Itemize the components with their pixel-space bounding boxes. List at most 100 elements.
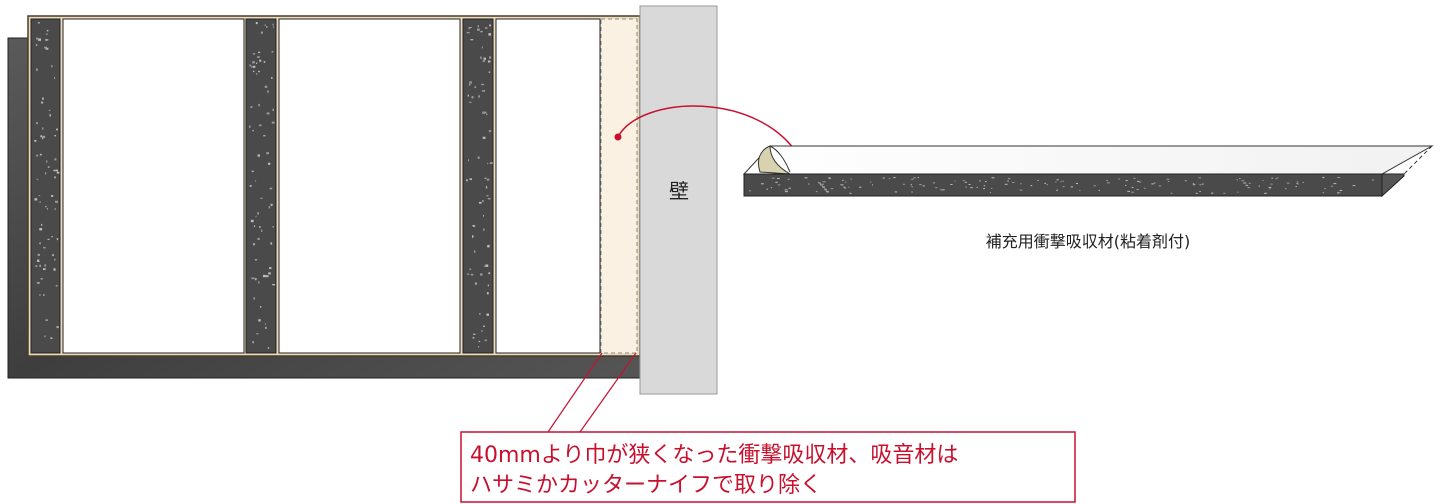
speckle — [36, 178, 39, 180]
speckle — [256, 73, 258, 75]
speckle — [55, 169, 58, 172]
speckle — [911, 186, 914, 188]
speckle — [480, 56, 482, 59]
speckle — [472, 235, 474, 238]
speckle — [1268, 186, 1272, 188]
speckle — [477, 28, 480, 31]
speckle — [259, 59, 262, 62]
speckle — [1339, 190, 1343, 191]
speckle — [1136, 189, 1139, 190]
speckle — [1247, 187, 1250, 189]
speckle — [818, 182, 821, 184]
speckle — [45, 33, 48, 35]
speckle — [893, 177, 896, 179]
speckle — [45, 39, 47, 41]
speckle — [263, 61, 266, 63]
speckle — [256, 333, 259, 335]
speckle — [45, 172, 47, 175]
speckle — [271, 51, 274, 53]
speckle — [479, 313, 481, 315]
speckle — [473, 333, 476, 335]
speckle — [1352, 185, 1356, 187]
speckle — [43, 268, 46, 270]
speckle — [484, 339, 487, 342]
speckle — [1276, 177, 1279, 179]
speckle — [53, 169, 56, 172]
speckle — [1125, 180, 1128, 182]
speckle — [43, 294, 45, 296]
speckle — [1264, 192, 1267, 194]
speckle — [1331, 185, 1334, 187]
speckle — [843, 186, 846, 188]
speckle — [749, 190, 751, 192]
speckle — [872, 184, 874, 186]
speckle — [254, 259, 258, 261]
speckle — [1324, 188, 1326, 190]
speckle — [1093, 185, 1096, 187]
speckle — [258, 70, 260, 73]
speckle — [39, 242, 41, 245]
speckle — [39, 294, 41, 296]
speckle — [1237, 191, 1239, 193]
speckle — [1236, 179, 1238, 181]
speckle — [51, 195, 54, 197]
speckle — [255, 278, 257, 281]
speckle — [260, 197, 263, 199]
speckle — [784, 189, 788, 191]
speckle — [477, 156, 480, 159]
speckle — [466, 179, 468, 182]
speckle — [269, 267, 272, 269]
speckle — [35, 44, 38, 46]
speckle — [44, 46, 47, 49]
speckle — [252, 53, 256, 55]
speckle — [815, 191, 818, 193]
speckle — [268, 206, 271, 209]
speckle — [42, 135, 46, 138]
speckle — [482, 60, 486, 62]
speckle — [1020, 183, 1022, 185]
speckle — [962, 180, 965, 182]
speckle — [828, 177, 831, 179]
speckle — [919, 184, 922, 186]
speckle — [471, 96, 474, 99]
speckle — [826, 190, 829, 192]
speckle — [1056, 189, 1058, 191]
speckle — [54, 208, 56, 210]
speckle — [266, 275, 269, 278]
speckle — [47, 166, 50, 168]
speckle — [259, 226, 261, 228]
speckle — [1131, 191, 1135, 193]
speckle — [488, 272, 491, 275]
speckle — [1062, 186, 1065, 188]
absorber-strip-mid2 — [462, 18, 494, 354]
speckle — [1270, 183, 1273, 185]
speckle — [36, 68, 38, 71]
speckle — [267, 162, 271, 165]
speckle — [488, 71, 491, 73]
speckle — [45, 205, 47, 208]
speckle — [260, 31, 263, 34]
speckle — [970, 187, 973, 189]
speckle — [911, 191, 913, 193]
speckle — [485, 264, 489, 267]
speckle — [481, 330, 483, 332]
speckle — [482, 111, 485, 114]
speckle — [266, 112, 270, 115]
speckle — [1030, 185, 1033, 187]
speckle — [270, 242, 273, 245]
speckle — [250, 219, 254, 223]
speckle — [1106, 180, 1108, 181]
white-panel-3 — [495, 18, 601, 354]
speckle — [258, 319, 261, 322]
speckle — [267, 90, 269, 93]
speckle — [979, 180, 981, 182]
speckle — [1322, 177, 1325, 178]
speckle — [1195, 192, 1198, 194]
speckle — [470, 273, 474, 276]
speckle — [819, 184, 821, 186]
replacement-absorber-speckles — [749, 177, 1375, 194]
speckle — [1297, 183, 1299, 185]
speckle — [273, 26, 274, 28]
speckle — [249, 125, 251, 128]
speckle — [489, 24, 491, 27]
